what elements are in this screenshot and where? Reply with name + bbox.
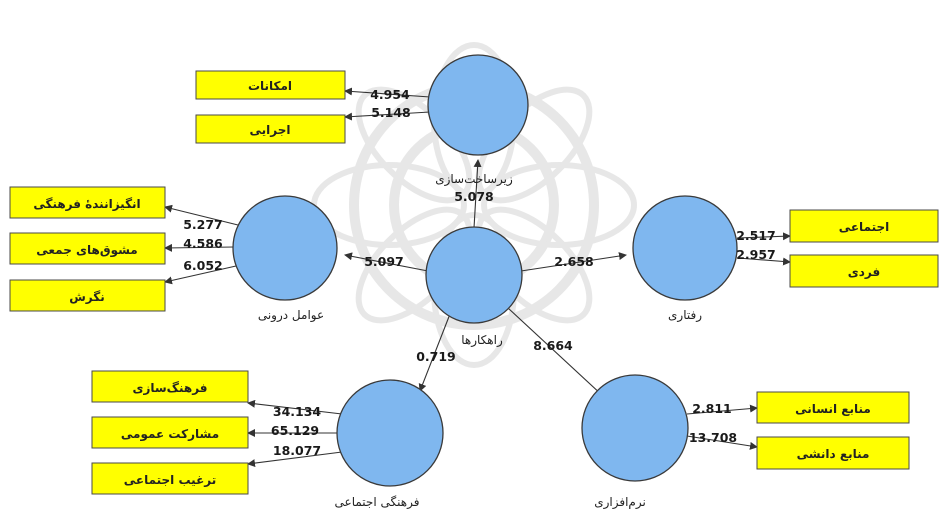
indicator-box (9, 232, 166, 265)
path-value-cultural: 0.719 (416, 349, 456, 364)
node-behavioral (632, 195, 738, 301)
path-value-infrastructure: 5.078 (454, 189, 494, 204)
indicator-group-behavioral: اجتماعی فردی 2.517 2.957 (736, 209, 939, 288)
path-value-behavioral: 2.658 (554, 254, 594, 269)
indicator-box (91, 462, 249, 495)
indicator-value: 2.957 (736, 247, 776, 262)
indicator-label: نگرش (69, 290, 105, 304)
indicator-value: 34.134 (273, 404, 322, 419)
node-cultural (336, 379, 444, 487)
indicator-value: 2.811 (692, 401, 732, 416)
indicator-value: 18.077 (273, 443, 321, 458)
indicator-box (756, 436, 910, 470)
indicator-box (91, 416, 249, 449)
indicator-box (91, 370, 249, 403)
node-label-software: نرم‌افزاری (594, 495, 646, 510)
indicator-value: 4.954 (370, 87, 410, 102)
indicator-group-software: منابع انسانی منابع دانشی 2.811 13.708 (689, 391, 910, 470)
indicator-box (789, 254, 939, 288)
indicator-label: اجرایی (250, 123, 291, 137)
indicator-value: 6.052 (183, 258, 223, 273)
path-center-infrastructure (473, 159, 482, 229)
indicator-box (9, 279, 166, 312)
indicator-label: منابع انسانی (795, 402, 871, 416)
path-center-internal (344, 252, 429, 272)
indicator-box (789, 209, 939, 243)
path-value-software: 8.664 (533, 338, 573, 353)
indicator-label: فردی (848, 265, 880, 279)
node-center (425, 226, 523, 324)
node-software (581, 374, 689, 482)
node-label-internal: عوامل درونی (258, 308, 324, 323)
indicator-label: منابع دانشی (797, 447, 870, 461)
path-center-software (507, 307, 604, 397)
indicator-label: فرهنگ‌سازی (132, 381, 207, 395)
node-label-cultural: فرهنگی اجتماعی (335, 495, 420, 510)
indicator-label: اجتماعی (839, 220, 890, 234)
indicator-value: 13.708 (689, 430, 737, 445)
indicator-label: ترغیب اجتماعی (124, 473, 217, 487)
path-center-behavioral (520, 252, 627, 272)
indicator-value: 5.277 (183, 217, 223, 232)
node-infrastructure (427, 54, 529, 156)
indicator-box (195, 114, 346, 144)
path-value-internal: 5.097 (364, 254, 404, 269)
indicator-value: 2.517 (736, 228, 776, 243)
indicator-group-cultural: فرهنگ‌سازی مشارکت عمومی ترغیب اجتماعی 34… (91, 370, 322, 495)
indicator-group-internal: انگیزانندهٔ فرهنگی مشوق‌های جمعی نگرش 5.… (9, 186, 223, 312)
indicator-value: 5.148 (371, 105, 411, 120)
indicator-box (9, 186, 166, 219)
indicator-label: مشارکت عمومی (121, 427, 219, 442)
indicator-box (195, 70, 346, 100)
indicator-label: امکانات (248, 79, 292, 93)
indicator-box (756, 391, 910, 424)
node-label-center: راهکارها (461, 333, 503, 348)
node-label-behavioral: رفتاری (668, 308, 702, 323)
node-label-infrastructure: زیرساخت‌سازی (435, 172, 513, 187)
path-center-cultural (418, 313, 451, 392)
indicator-value: 4.586 (183, 236, 223, 251)
indicator-value: 65.129 (271, 423, 319, 438)
indicator-label: مشوق‌های جمعی (36, 243, 138, 258)
node-internal (232, 195, 338, 301)
indicator-label: انگیزانندهٔ فرهنگی (33, 197, 140, 211)
indicator-group-infrastructure: امکانات اجرایی 4.954 5.148 (195, 70, 411, 144)
